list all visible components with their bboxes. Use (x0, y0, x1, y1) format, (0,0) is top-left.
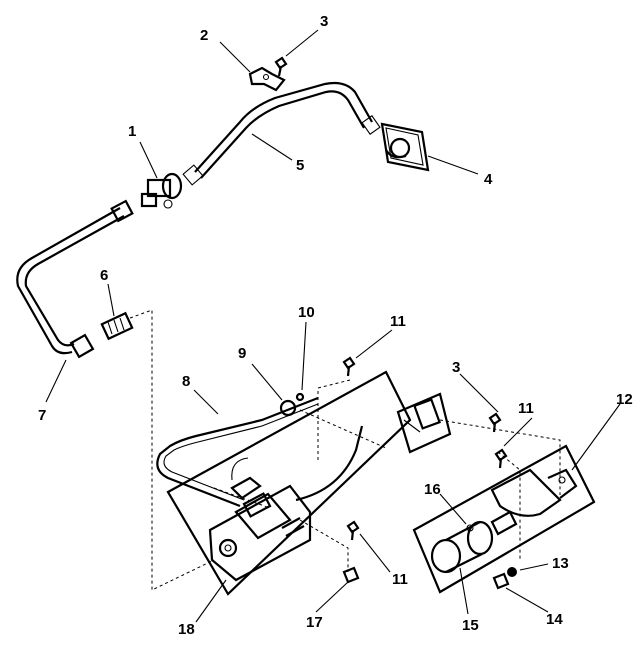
orifice-plate (380, 122, 430, 172)
clip-left (342, 566, 360, 584)
igniter-wire (295, 425, 364, 502)
bracket-screw (274, 56, 288, 77)
ferrule (295, 392, 305, 402)
compression-nut (279, 399, 297, 417)
screw-lower (346, 520, 360, 541)
union-fitting (100, 311, 134, 341)
callout-14: 14 (546, 611, 563, 628)
screw-right (494, 448, 508, 469)
callout-2: 2 (200, 27, 208, 44)
callout-10: 10 (298, 304, 315, 321)
screw-upper-left (342, 356, 356, 377)
callout-9: 9 (238, 345, 246, 362)
burner-bracket (490, 468, 578, 517)
assembly-dashed-lines (129, 309, 561, 591)
callout-11-right: 11 (518, 400, 534, 417)
callout-labels: 1 2 3 4 5 6 7 8 9 10 11 3 11 12 16 13 11… (38, 13, 633, 638)
gas-tube-upper (182, 81, 381, 186)
thermocouple-tube (156, 396, 319, 508)
screw-mid (488, 412, 502, 433)
callout-11-upper: 11 (390, 313, 406, 330)
callout-18: 18 (178, 621, 195, 638)
callout-5: 5 (296, 157, 304, 174)
shutoff-valve (140, 172, 183, 209)
tube-clamp-bracket (248, 66, 286, 92)
burner-panel (412, 444, 596, 594)
burner-tube (430, 520, 494, 574)
gas-tube-lower (16, 199, 134, 359)
callout-3-top: 3 (320, 13, 328, 30)
callout-17: 17 (306, 614, 323, 631)
callout-6: 6 (100, 267, 108, 284)
callout-16: 16 (424, 481, 441, 498)
callout-15: 15 (462, 617, 479, 634)
hex-nut (507, 567, 517, 577)
callout-1: 1 (128, 123, 136, 140)
mounting-panel-main (166, 370, 412, 596)
callout-3-mid: 3 (452, 359, 460, 376)
callout-4: 4 (484, 171, 493, 188)
burner-orifice-spud (466, 510, 518, 536)
callout-12: 12 (616, 391, 633, 408)
callout-13: 13 (552, 555, 569, 572)
callout-11-lower: 11 (392, 571, 408, 588)
callout-7: 7 (38, 407, 46, 424)
igniter-bracket (396, 392, 452, 454)
callout-8: 8 (182, 373, 190, 390)
gas-valve-regulator (208, 457, 312, 582)
leader-lines (45, 29, 621, 623)
clip-right (492, 572, 510, 590)
